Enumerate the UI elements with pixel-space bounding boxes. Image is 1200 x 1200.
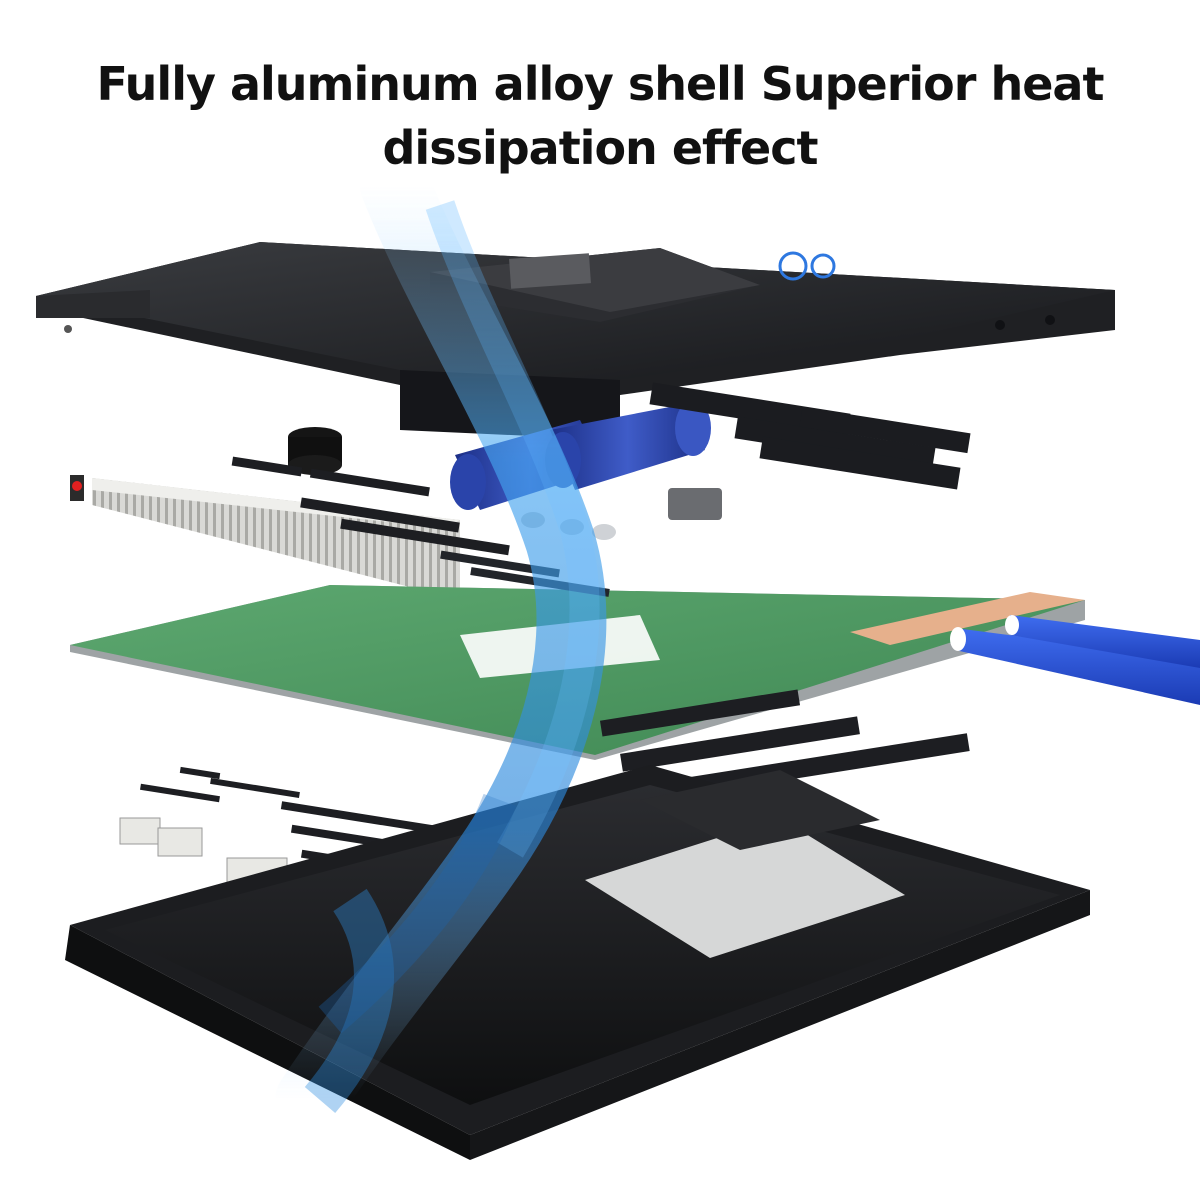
headline-line-1: Fully aluminum alloy shell Superior heat [96,57,1105,111]
label-sticker [585,818,905,958]
copper-pad [850,592,1085,645]
headline-line-2: dissipation effect [382,121,819,175]
component-layer [70,382,971,600]
airflow-streams [275,150,607,1135]
top-shell [36,242,1115,440]
connector-icon [119,817,161,845]
brand-logo-icon [778,251,808,281]
bottom-shell [65,765,1090,1160]
headline: Fully aluminum alloy shell Superior heat… [0,52,1200,180]
heat-pipes [950,615,1200,705]
